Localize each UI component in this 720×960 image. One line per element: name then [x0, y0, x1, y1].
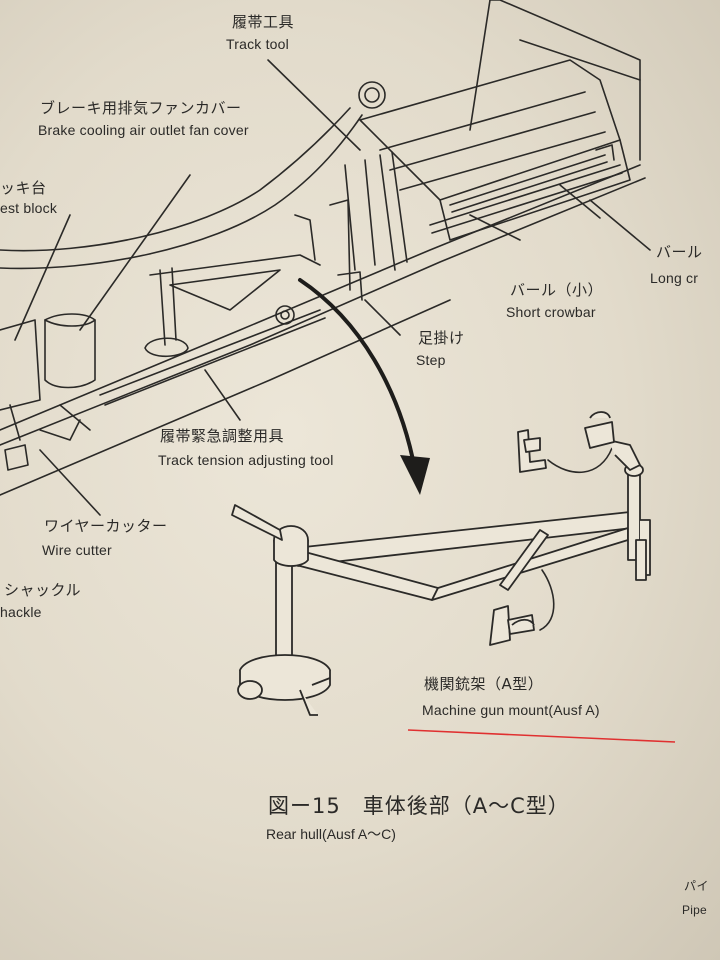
rest-block-jp: ッキ台	[0, 179, 47, 197]
long-crowbar-en: Long cr	[650, 270, 699, 286]
red-underline	[407, 729, 676, 743]
step-jp: 足掛け	[418, 329, 465, 347]
short-crowbar-jp: バール（小）	[510, 281, 604, 299]
pipe-jp: パイ	[684, 879, 710, 893]
tension-tool-en: Track tension adjusting tool	[158, 452, 334, 468]
pipe-en: Pipe	[682, 903, 707, 917]
track-tool-en: Track tool	[226, 36, 289, 52]
shackle-jp: シャックル	[4, 581, 82, 599]
brake-cover-en: Brake cooling air outlet fan cover	[38, 122, 249, 138]
long-crowbar-jp: バール	[656, 243, 703, 261]
step-en: Step	[416, 352, 446, 368]
tension-tool-jp: 履帯緊急調整用具	[160, 427, 285, 445]
figure-caption-jp: 図ー15 車体後部（A〜C型）	[268, 794, 570, 818]
shackle-en: hackle	[0, 604, 42, 620]
mg-mount-jp: 機関銃架（A型）	[424, 675, 544, 693]
wire-cutter-jp: ワイヤーカッター	[44, 517, 168, 535]
brake-cover-jp: ブレーキ用排気ファンカバー	[40, 99, 242, 117]
mg-mount-en: Machine gun mount(Ausf A)	[422, 702, 600, 718]
short-crowbar-en: Short crowbar	[506, 304, 596, 320]
wire-cutter-en: Wire cutter	[42, 542, 112, 558]
figure-caption-en: Rear hull(Ausf A〜C)	[266, 826, 396, 842]
rest-block-en: est block	[0, 200, 58, 216]
track-tool-jp: 履帯工具	[232, 13, 295, 31]
